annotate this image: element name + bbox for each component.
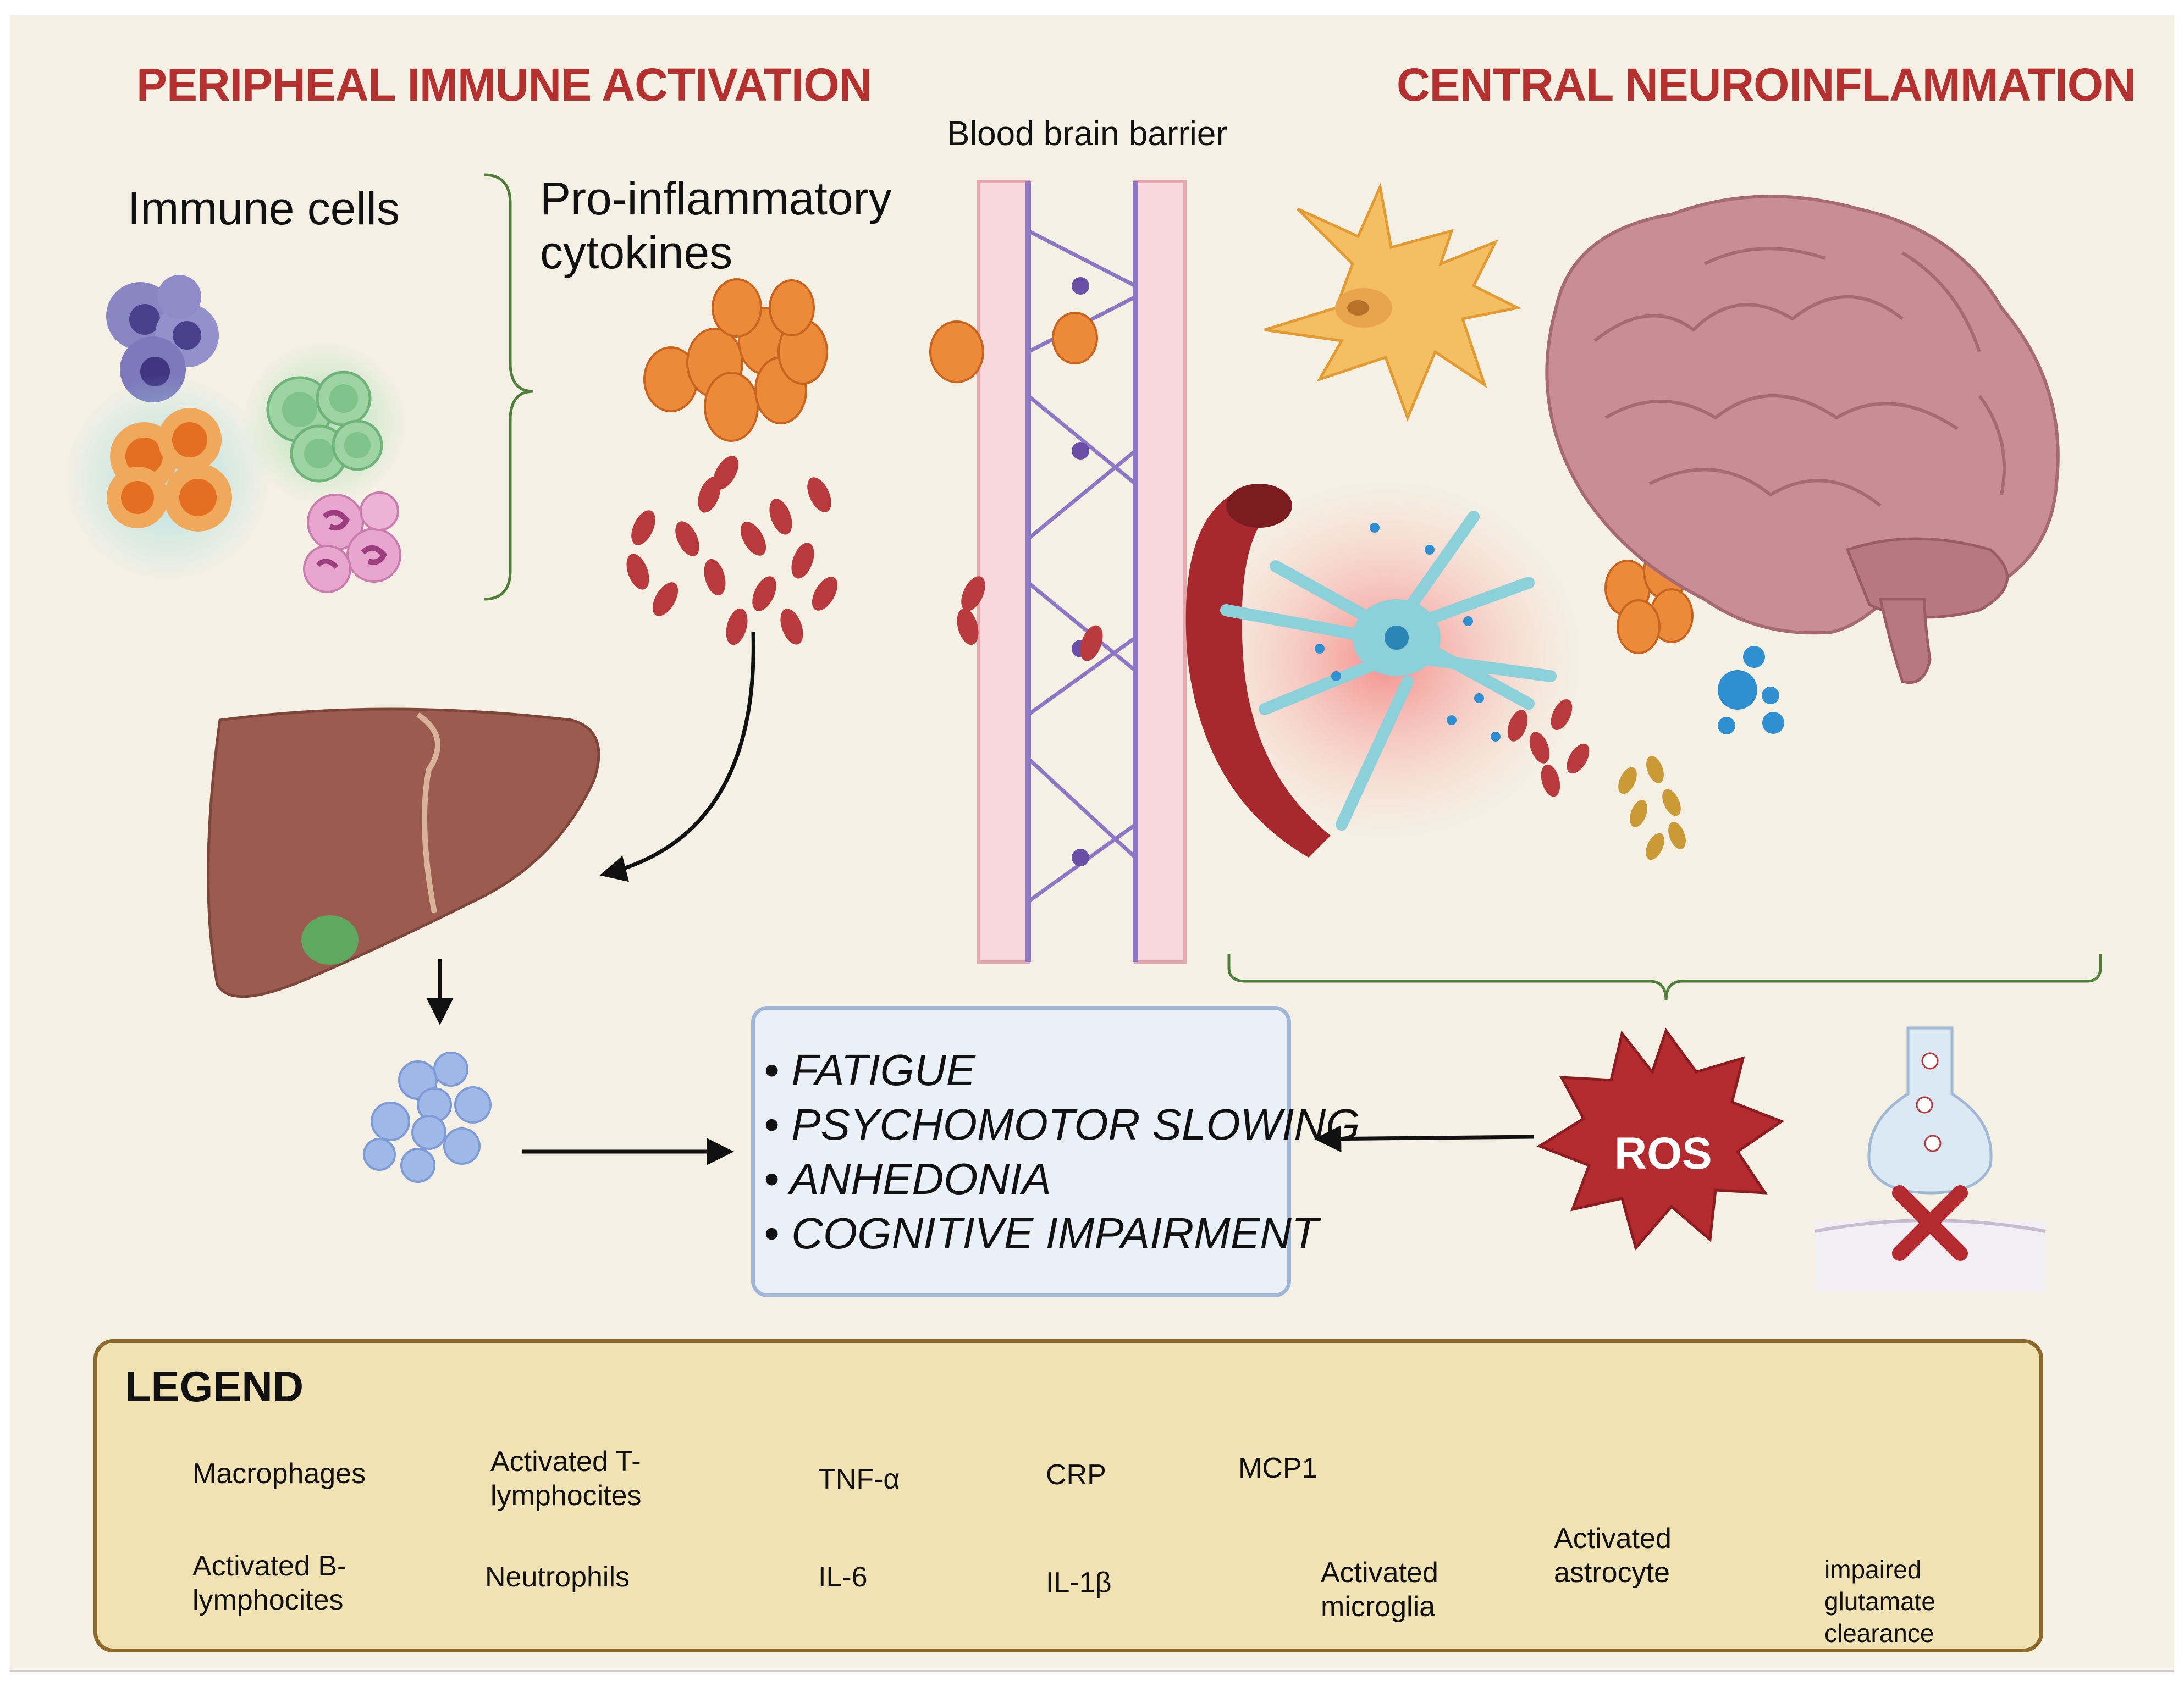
- mcp1-cluster: [1718, 646, 1784, 734]
- astrocyte-with-vessel: [1185, 478, 1584, 858]
- immune-cells-label: Immune cells: [128, 183, 400, 234]
- impaired-synapse: [1814, 1026, 2046, 1292]
- neutrophil-cells: [303, 491, 401, 593]
- ros-burst: [1536, 1027, 1785, 1251]
- symptoms-box: • FATIGUE • PSYCHOMOTOR SLOWING • ANHEDO…: [751, 1006, 1360, 1297]
- legend-box: LEGEND: [93, 1339, 2043, 1652]
- tnf-cluster-left: [643, 278, 828, 442]
- b-lymphocyte-cells: [63, 374, 272, 583]
- symptom-psychomotor-slowing: • PSYCHOMOTOR SLOWING: [764, 1100, 1360, 1149]
- microglia-cell: [1264, 182, 1522, 422]
- legend-glutamate-label-line2: glutamate: [1824, 1587, 1936, 1616]
- legend-neutrophils-label: Neutrophils: [485, 1561, 630, 1593]
- symptom-fatigue: • FATIGUE: [764, 1046, 976, 1094]
- peripheral-heading: PERIPHEAL IMMUNE ACTIVATION: [136, 59, 872, 110]
- symptom-cognitive-impairment: • COGNITIVE IMPAIRMENT: [764, 1209, 1319, 1258]
- central-bracket: [1227, 954, 2102, 1001]
- il6-near-bbb: [957, 576, 1103, 661]
- legend-astrocyte-label-line2: astrocyte: [1554, 1557, 1670, 1589]
- legend-glutamate-label-line1: impaired: [1824, 1555, 1922, 1584]
- legend-b-label-line2: lymphocites: [192, 1584, 344, 1616]
- legend-glutamate-label-line3: clearance: [1824, 1619, 1934, 1647]
- legend-mcp1-label: MCP1: [1238, 1452, 1318, 1484]
- legend-t-label-line2: lymphocites: [490, 1480, 642, 1512]
- ros-to-symptoms-arrow: [1314, 1125, 1535, 1153]
- legend-il1b-label: IL-1β: [1046, 1567, 1112, 1599]
- ros-label: ROS: [1614, 1129, 1712, 1179]
- liver: [207, 707, 600, 998]
- il1b-cluster: [1618, 756, 1686, 860]
- legend-macrophages-label: Macrophages: [192, 1458, 366, 1490]
- cytokines-label-line2: cytokines: [540, 226, 733, 278]
- legend-b-label-line1: Activated B-: [192, 1550, 347, 1582]
- legend-crp-label: CRP: [1046, 1459, 1106, 1491]
- legend-title: LEGEND: [125, 1362, 304, 1411]
- legend-t-label-line1: Activated T-: [490, 1446, 641, 1478]
- cytokine-to-liver-arrow: [599, 632, 755, 882]
- legend-astrocyte-label-line1: Activated: [1554, 1523, 1672, 1555]
- blood-brain-barrier: [977, 180, 1187, 964]
- t-lymphocyte-cells: [242, 341, 407, 506]
- legend-microglia-label-line1: Activated: [1321, 1557, 1438, 1589]
- legend-microglia-label-line2: microglia: [1321, 1591, 1436, 1623]
- immune-bracket: [483, 173, 534, 601]
- symptom-anhedonia: • ANHEDONIA: [764, 1154, 1051, 1203]
- bbb-label: Blood brain barrier: [947, 115, 1228, 153]
- il6-cluster-right: [1507, 699, 1590, 797]
- il6-cluster-left: [626, 456, 838, 645]
- central-heading: CENTRAL NEUROINFLAMMATION: [1397, 59, 2136, 110]
- legend-il6-label: IL-6: [818, 1561, 868, 1593]
- legend-tnf-label: TNF-α: [818, 1463, 900, 1495]
- tnf-near-bbb: [929, 312, 1098, 383]
- brain: [1545, 195, 2060, 684]
- cytokines-label-line1: Pro-inflammatory: [540, 173, 892, 224]
- crp-cluster: [363, 1052, 492, 1183]
